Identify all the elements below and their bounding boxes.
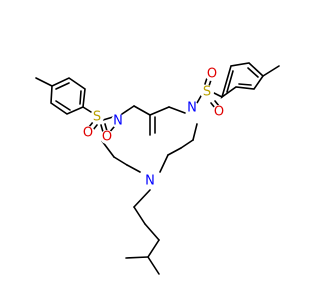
atom-labels: N N N S S O O O O: [81, 67, 226, 189]
bond: [204, 77, 208, 85]
bond: [144, 223, 160, 241]
bond: [247, 67, 259, 78]
bond: [208, 79, 212, 87]
bond: [121, 105, 135, 115]
bond: [102, 116, 114, 121]
bond: [79, 90, 82, 105]
bond: [35, 77, 53, 87]
bond: [180, 139, 194, 149]
bond: [192, 123, 198, 141]
sulfur-atom-right: S: [203, 85, 211, 100]
bond: [238, 83, 252, 86]
macrocycle-ring: [101, 105, 198, 173]
bond: [149, 106, 170, 116]
bond: [125, 256, 149, 259]
oxygen-atom-right-bottom: O: [214, 105, 224, 120]
right-tosyl-group: [196, 62, 280, 109]
bond: [101, 140, 115, 158]
bond: [133, 206, 146, 225]
molecule-structure: N N N S S O O O O: [35, 62, 280, 275]
isopentyl-chain: [125, 189, 160, 275]
bond: [133, 105, 151, 116]
benzene-ring: [220, 62, 265, 99]
nitrogen-atom-left: N: [113, 114, 123, 129]
bond: [147, 256, 160, 275]
bond: [88, 121, 94, 128]
oxygen-atom-right-top: O: [207, 67, 217, 82]
bond: [168, 106, 186, 114]
oxygen-atom-left-bottom-left: O: [83, 126, 93, 141]
bond: [113, 156, 128, 166]
bond: [126, 164, 141, 173]
oxygen-atom-left-bottom-right: O: [102, 130, 112, 145]
bond: [226, 70, 234, 93]
bond: [167, 147, 182, 156]
sulfur-atom-left: S: [93, 110, 101, 125]
nitrogen-atom-right: N: [187, 101, 197, 116]
bond: [55, 100, 71, 111]
left-tosyl-group: [35, 77, 114, 133]
bond: [55, 82, 70, 90]
bond: [133, 189, 151, 208]
bond: [159, 154, 169, 173]
methylene-double-bond: [149, 114, 156, 136]
bond: [104, 123, 108, 132]
bond: [196, 95, 202, 104]
bond: [262, 65, 280, 77]
bond: [147, 239, 160, 258]
bond: [82, 106, 92, 113]
bond: [100, 124, 104, 133]
nitrogen-atom-bottom: N: [145, 174, 155, 189]
